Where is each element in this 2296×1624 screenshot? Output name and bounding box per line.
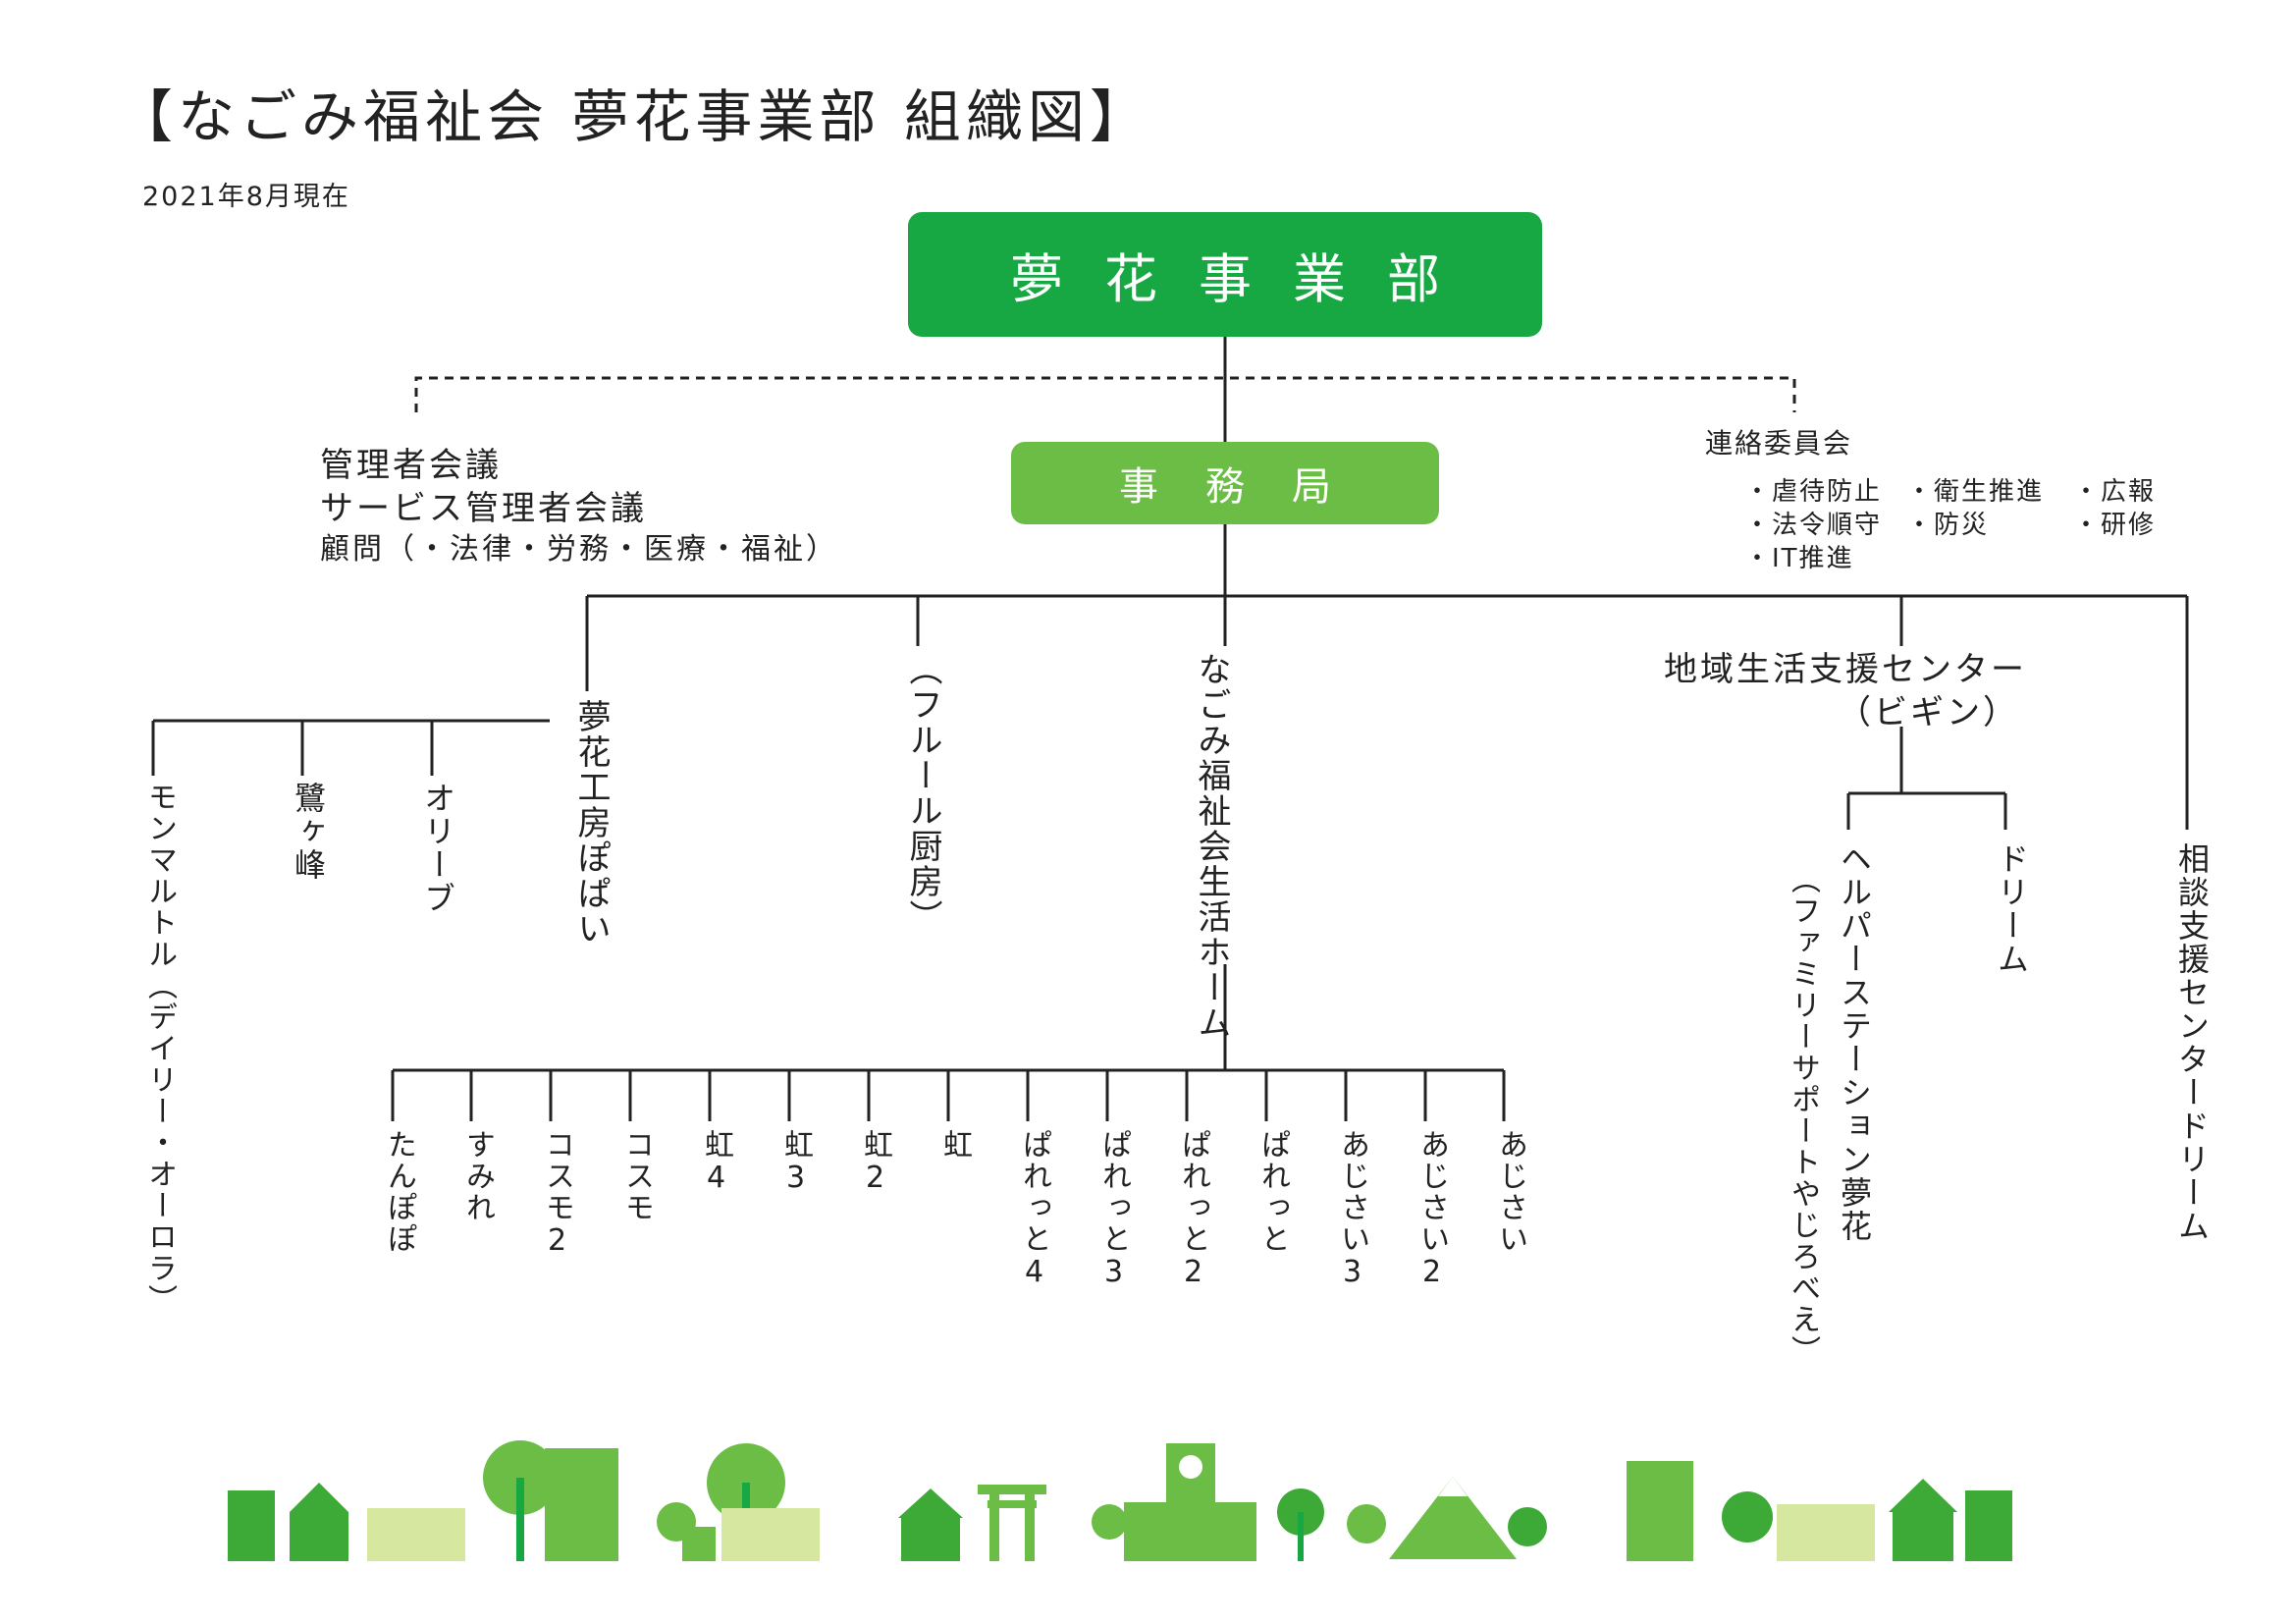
child-montmartre: モンマルトル（デイリー・オーロラ） [142,782,177,1316]
home-child: 虹2 [858,1129,892,1197]
note-service-meeting: サービス管理者会議 [320,489,647,529]
unit-center: 地域生活支援センター （ビギン） [1664,648,2027,734]
home-child: コスモ2 [540,1129,574,1260]
unit-kitchen: （フルール厨房） [903,652,942,935]
unit-helper: ヘルパーステーション夢花 [1836,842,1873,1243]
mountain-icon [1389,1477,1547,1559]
home-child: 虹 [937,1129,972,1161]
committee: 連絡委員会 ・虐待防止 ・衛生推進 ・広報 ・法令順守 ・防災 ・研修 ・IT推… [1705,422,2176,589]
center-name: 地域生活支援センター [1664,650,2027,689]
left-notes: 管理者会議 サービス管理者会議 顧問（・法律・労務・医療・福祉） [320,444,838,568]
tree-icon [483,1440,558,1561]
unit-pokapoka: 夢花工房ぽぱい [571,699,611,947]
home-child: あじさい3 [1335,1129,1369,1291]
note-advisors: 顧問（・法律・労務・医療・福祉） [320,532,838,568]
school-icon [1092,1443,1256,1561]
home-child: ぱれっと [1255,1129,1290,1255]
home-child: ぱれっと3 [1096,1129,1131,1291]
tree-icon [707,1443,820,1561]
committee-item: ・衛生推進 [1906,477,2045,507]
home-child: たんぽぽ [382,1129,416,1255]
child-olive: オリーブ [419,782,456,915]
root-node: 夢花事業部 [908,212,1542,337]
office-node: 事務局 [1011,442,1439,524]
committee-item: ・IT推進 [1744,544,1854,573]
home-child: すみれ [460,1129,495,1223]
note-manager-meeting: 管理者会議 [320,446,502,485]
center-sub: （ビギン） [1838,693,2019,733]
page-title: 【なごみ福祉会 夢花事業部 組織図】 [116,83,1151,150]
committee-item: ・広報 [2073,477,2157,507]
committee-item: ・法令順守 [1744,511,1883,540]
home-child: ぱれっと2 [1176,1129,1210,1291]
home-child: あじさい [1493,1129,1527,1255]
unit-dream: ドリーム [1993,842,2030,976]
tree-icon [1277,1489,1386,1561]
committee-item: ・虐待防止 [1744,477,1883,507]
unit-helper-sub: （ファミリーサポートやじろべえ） [1786,864,1820,1367]
house-icon [898,1489,963,1561]
home-child: 虹4 [699,1129,733,1197]
building-icon [1627,1461,2012,1561]
committee-item: ・防災 [1906,511,1990,540]
home-child: コスモ [619,1129,654,1223]
building-icon [545,1448,716,1561]
torii-icon [978,1485,1046,1561]
home-child: 虹3 [778,1129,813,1197]
unit-consult: 相談支援センタードリーム [2173,842,2211,1243]
home-child: あじさい2 [1415,1129,1449,1291]
dotted-connector [414,376,1796,412]
child-saginomine: 鷺ヶ峰 [290,782,327,882]
home-child: ぱれっと4 [1017,1129,1051,1291]
committee-title: 連絡委員会 [1705,427,1853,460]
building-icon [228,1483,465,1561]
date-label: 2021年8月現在 [142,182,350,212]
committee-item: ・研修 [2073,511,2157,540]
